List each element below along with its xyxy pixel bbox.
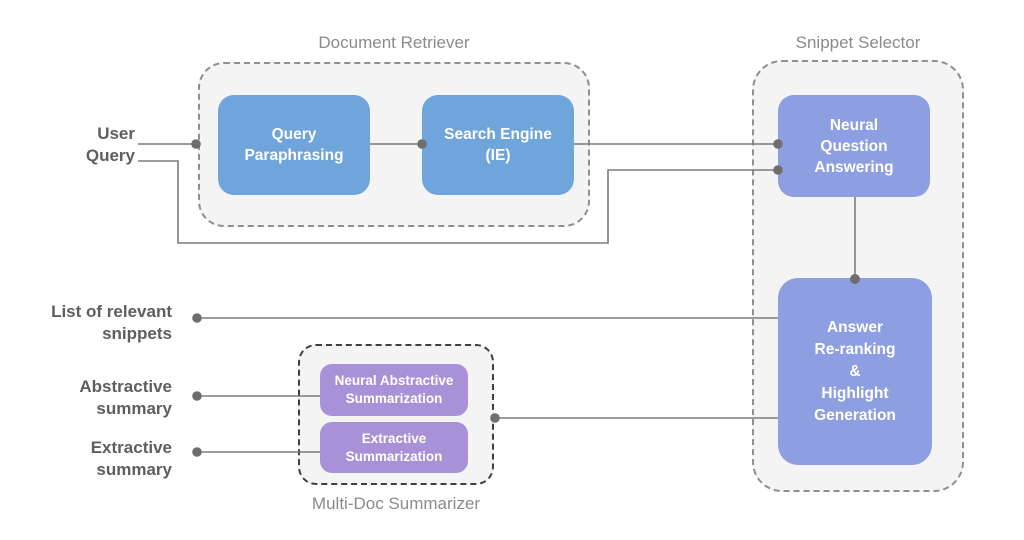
connection-dot-extractive-out: [192, 447, 202, 457]
label-user-query: User Query: [85, 124, 135, 165]
node-neural-question-answering: Neural Question Answering: [778, 95, 930, 197]
group-title-document-retriever: Document Retriever: [318, 33, 470, 52]
connection-dot-abstractive-out: [192, 391, 202, 401]
group-title-multi-doc-summarizer: Multi-Doc Summarizer: [311, 494, 481, 513]
node-answer-reranking: Answer Re-ranking & Highlight Generation: [778, 278, 932, 465]
node-extractive-summarization: Extractive Summarization: [320, 422, 468, 473]
connection-dot-snippets-out: [192, 313, 202, 323]
label-extractive-summary: Extractive summary: [90, 438, 172, 479]
node-query-paraphrasing: Query Paraphrasing: [218, 95, 370, 195]
group-title-snippet-selector: Snippet Selector: [795, 33, 921, 52]
label-list-of-relevant-snippets: List of relevant snippets: [51, 302, 172, 343]
node-search-engine: Search Engine (IE): [422, 95, 574, 195]
node-neural-abstractive-summarization: Neural Abstractive Summarization: [320, 364, 468, 416]
label-abstractive-summary: Abstractive summary: [79, 377, 172, 418]
